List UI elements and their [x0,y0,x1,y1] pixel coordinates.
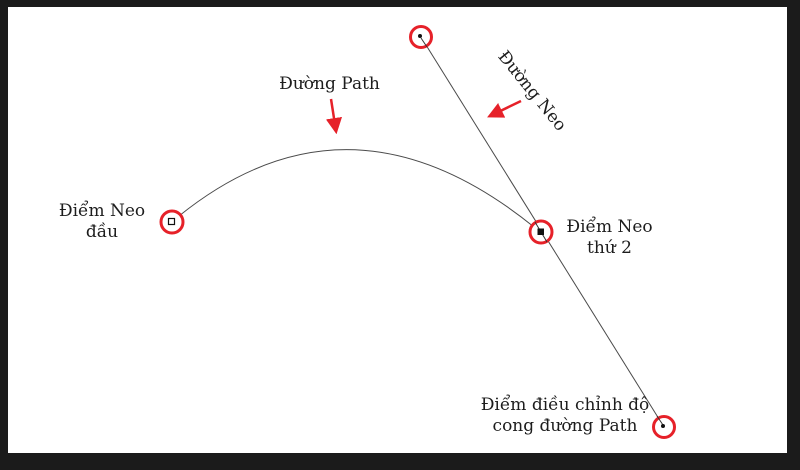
second-anchor-square-icon [537,228,544,235]
control-point-label: Điểm điều chỉnh độ cong đường Path [460,395,670,437]
first-anchor-label-line2: đầu [85,222,119,242]
bezier-path-curve [178,149,535,228]
first-anchor-square-icon [167,217,176,226]
path-label-text: Đường Path [279,74,380,94]
top-handle-tail [420,37,428,48]
second-anchor-label: Điểm Neo thứ 2 [562,217,657,259]
path-label-arrow-icon [325,98,343,135]
top-handle-dot [418,34,422,38]
first-anchor-label-line1: Điểm Neo [58,201,146,221]
second-anchor-label-line1: Điểm Neo [566,217,653,237]
path-label: Đường Path [272,74,387,95]
control-point-label-line1: Điểm điều chỉnh độ [480,395,650,415]
second-anchor-label-line2: thứ 2 [587,238,632,258]
first-anchor-label: Điểm Neo đầu [52,201,152,243]
neo-label-arrow-icon [487,99,522,118]
bottom-control-tail [656,415,664,426]
control-point-label-line2: cong đường Path [492,416,638,436]
bottom-control-dot [661,424,665,428]
drawing-canvas [8,7,787,453]
